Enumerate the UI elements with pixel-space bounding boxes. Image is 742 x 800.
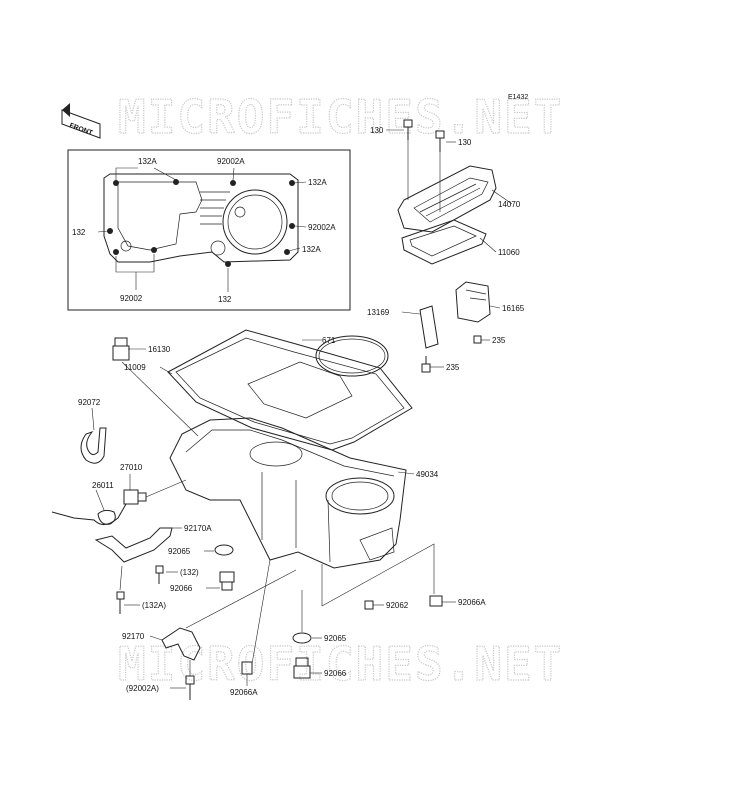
inset-label-132-bottom: 132 (218, 295, 232, 304)
plug-92066a-right (429, 595, 443, 607)
part-92066-lower: 92066 (324, 669, 347, 678)
watermark-bottom: MICROFICHES.NET (118, 637, 563, 691)
part-92066a-right: 92066A (458, 598, 486, 607)
part-130-left: 130 (370, 126, 384, 135)
part-235-right: 235 (492, 336, 506, 345)
part-92002a-paren: (92002A) (126, 684, 159, 693)
part-49034: 49034 (416, 470, 439, 479)
fitting-16130 (112, 337, 130, 361)
part-92066a-bottom: 92066A (230, 688, 258, 697)
part-92072: 92072 (78, 398, 101, 407)
part-11009: 11009 (124, 363, 146, 372)
part-16130: 16130 (148, 345, 171, 354)
plug-92062 (364, 600, 374, 610)
part-14070: 14070 (498, 200, 521, 209)
plug-92066-upper (219, 571, 235, 591)
plug-92066-lower (293, 657, 311, 679)
part-26011: 26011 (92, 481, 114, 490)
part-132a-paren: (132A) (142, 601, 166, 610)
bolt-132-paren (155, 565, 164, 584)
inset-label-92002a-top: 92002A (217, 157, 245, 166)
oil-pan-assembly: 671 16130 11009 92072 27010 26011 49034 … (51, 329, 486, 700)
inset-label-132a-top: 132A (138, 157, 157, 166)
inset-label-92002a-right: 92002A (308, 223, 336, 232)
part-92065-lower: 92065 (324, 634, 347, 643)
part-11060: 11060 (498, 248, 520, 257)
inset-label-132a-lowright: 132A (302, 245, 321, 254)
inset-label-132-left: 132 (72, 228, 86, 237)
part-92170a: 92170A (184, 524, 212, 533)
part-92170: 92170 (122, 632, 145, 641)
bolt-235-right (473, 335, 482, 344)
front-arrow-icon: FRONT (61, 103, 101, 139)
inset-label-92002-bottom: 92002 (120, 294, 143, 303)
part-130-right: 130 (458, 138, 472, 147)
part-92062: 92062 (386, 601, 409, 610)
bolt-132a-paren (116, 591, 125, 614)
bolt-130-left (403, 119, 413, 140)
part-92065-upper: 92065 (168, 547, 191, 556)
part-671: 671 (322, 336, 336, 345)
switch-27010 (123, 489, 147, 505)
part-16165: 16165 (502, 304, 525, 313)
part-13169: 13169 (367, 308, 390, 317)
part-235-lower: 235 (446, 363, 460, 372)
diagram-code: E1432 (508, 94, 528, 101)
watermark-top: MICROFICHES.NET (118, 90, 563, 144)
bolt-130-right (435, 130, 445, 152)
part-92066-upper: 92066 (170, 584, 193, 593)
part-27010: 27010 (120, 463, 143, 472)
bolt-235-lower (421, 356, 431, 373)
inset-label-132a-right: 132A (308, 178, 327, 187)
oil-pan-cover-assembly: 130 130 14070 11060 13169 16165 235 235 (367, 119, 525, 373)
inset-bolt-pattern: 132A 92002A 132A 132 92002A 132A 92002 1… (67, 149, 351, 311)
part-132-paren: (132) (180, 568, 199, 577)
